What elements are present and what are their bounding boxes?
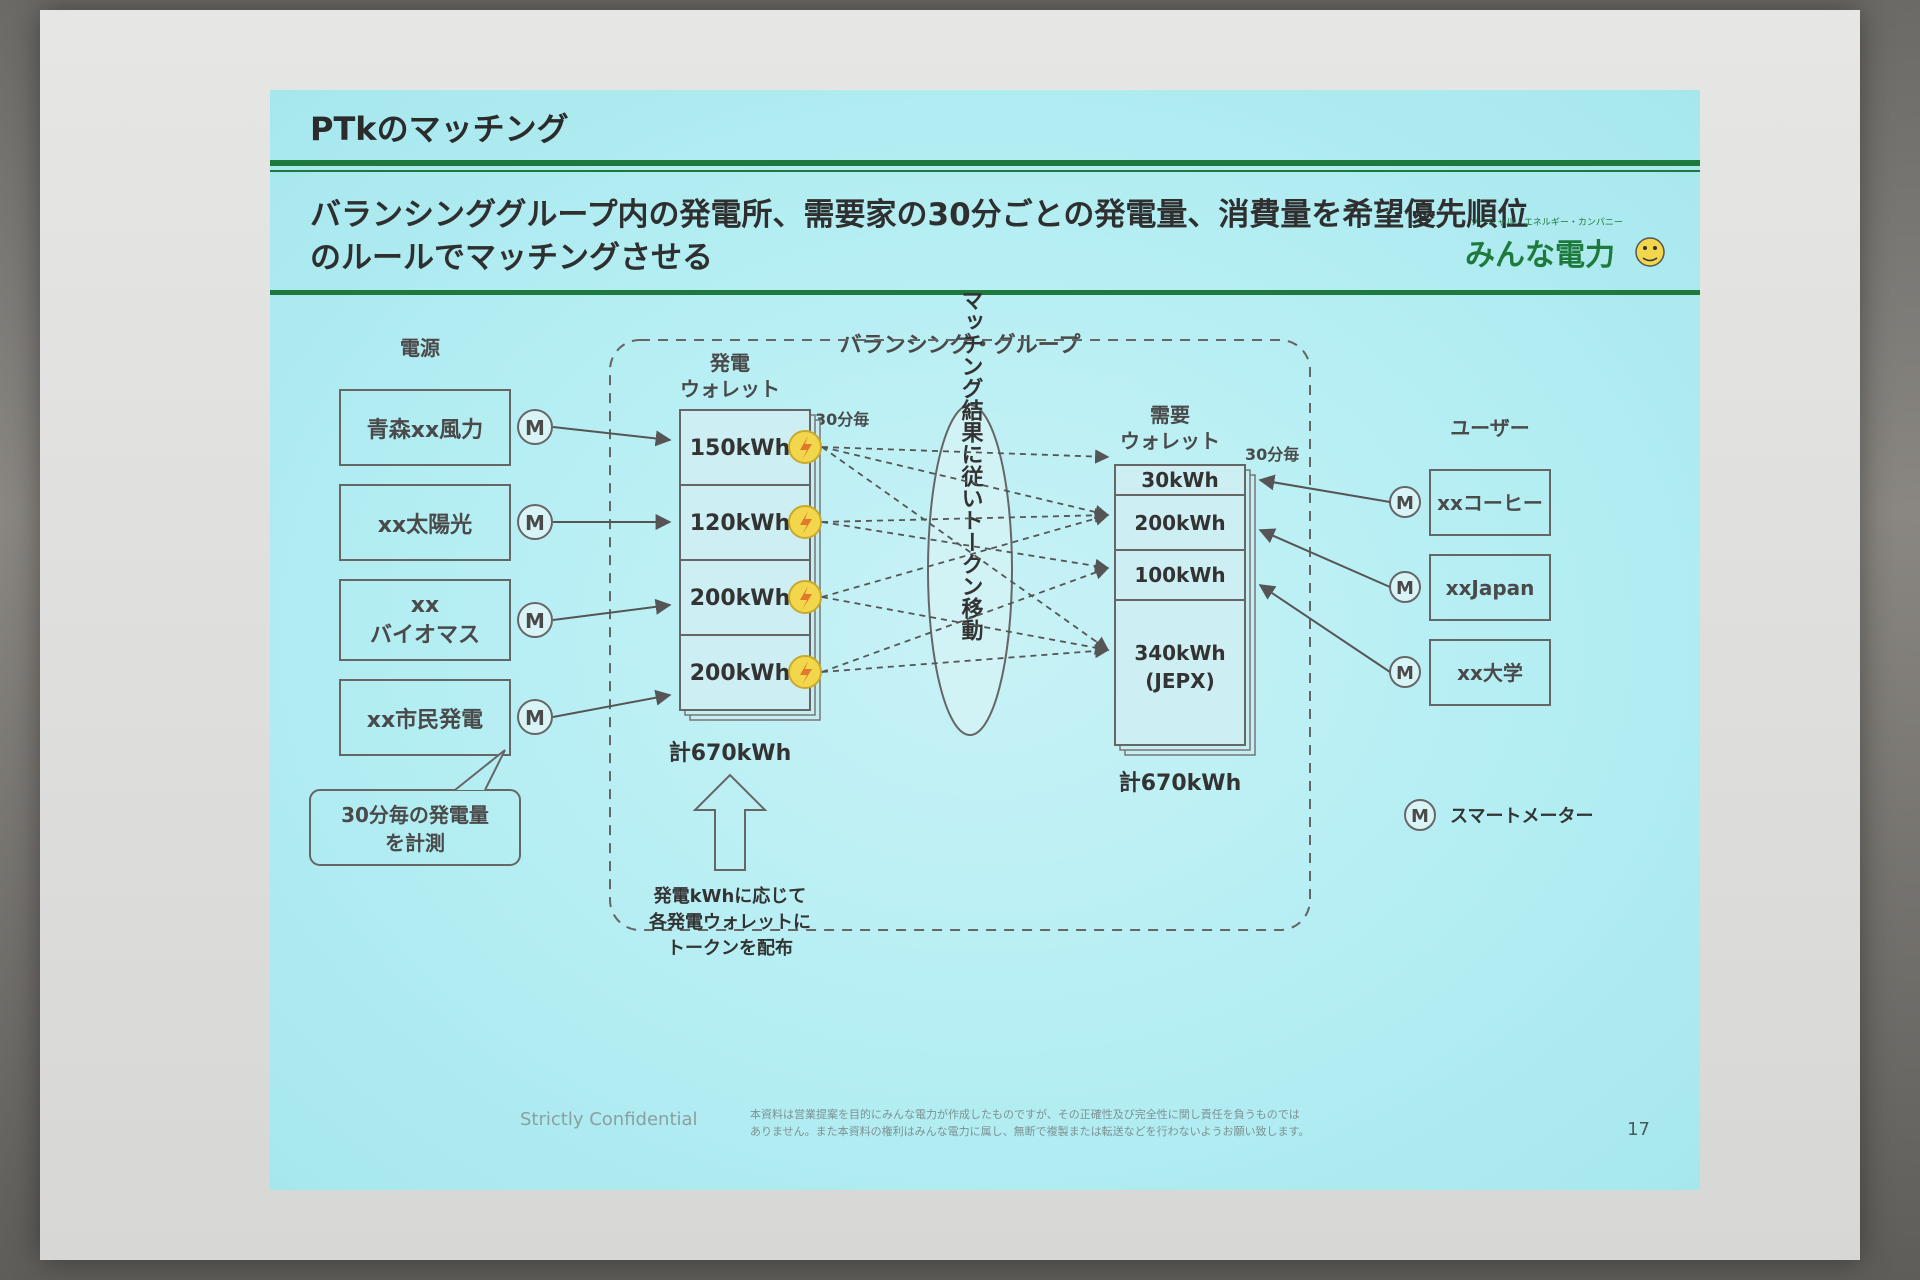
smart-meter-icon: M	[1389, 571, 1421, 603]
token-icon	[788, 580, 822, 614]
user-name: xxコーヒー	[1437, 491, 1543, 515]
user-name: xxJapan	[1446, 576, 1535, 600]
headline-line1: バランシンググループ内の発電所、需要家の30分ごとの発電量、消費量を希望優先順位	[310, 197, 1528, 233]
source-arrow	[552, 426, 672, 447]
demand-wallet-label-line2: ウォレット	[1120, 429, 1220, 453]
slide-canvas: PTkのマッチング バランシンググループ内の発電所、需要家の30分ごとの発電量、…	[270, 110, 1700, 1140]
footer-confidential: Strictly Confidential	[520, 1109, 698, 1130]
smart-meter-icon: M	[1389, 486, 1421, 518]
source-name: xx市民発電	[367, 707, 483, 733]
demand-interval-label: 30分毎	[1245, 445, 1299, 464]
smart-meter-icon: M	[517, 602, 553, 638]
demand-value-4: 340kWh	[1134, 641, 1225, 665]
balancing-group-boundary	[609, 339, 1311, 931]
headline-rule	[270, 290, 1700, 295]
demand-total: 計670kWh	[1119, 770, 1241, 796]
headline-line2: のルールでマッチングさせる	[310, 240, 713, 276]
smart-meter-icon: M	[1389, 656, 1421, 688]
gen-wallet-label-line1: 発電	[709, 351, 750, 375]
token-note-line3: トークンを配布	[667, 937, 793, 959]
source-name: xx太陽光	[378, 513, 472, 538]
svg-text:M: M	[525, 511, 545, 535]
header-rule	[270, 160, 1700, 166]
svg-text:M: M	[525, 706, 545, 730]
callout-line1: 30分毎の発電量	[341, 803, 489, 827]
gen-wallet-label-line2: ウォレット	[680, 377, 780, 401]
source-name: 青森xx風力	[367, 417, 483, 443]
user-arrow	[1258, 584, 1391, 673]
smart-meter-icon: M	[517, 409, 553, 445]
matching-arrows	[821, 446, 1110, 673]
token-icon	[788, 430, 822, 464]
slide-header: PTkのマッチング	[310, 110, 569, 148]
matching-label: マッチング結果に従いトークン移動	[958, 289, 985, 642]
user-name: xx大学	[1457, 661, 1523, 685]
token-note-line1: 発電kWhに応じて	[653, 885, 807, 907]
measurement-callout: 30分毎の発電量 を計測	[309, 749, 521, 866]
source-box-2: xx太陽光	[339, 484, 511, 561]
logo-tagline: ソーシャル・エネルギー・カンパニー	[1470, 217, 1623, 228]
page-number: 17	[1627, 1119, 1650, 1140]
source-arrow	[552, 598, 672, 621]
source-box-1: 青森xx風力	[339, 389, 511, 466]
token-icon	[788, 655, 822, 689]
demand-value-3: 100kWh	[1134, 563, 1225, 587]
users-label: ユーザー	[1450, 416, 1530, 440]
svg-text:M: M	[1411, 806, 1429, 827]
footer-note-line1: 本資料は営業提案を目的にみんな電力が作成したものですが、その正確性及び完全性に関…	[750, 1107, 1300, 1121]
svg-text:M: M	[1396, 493, 1414, 514]
gen-value-3: 200kWh	[690, 586, 790, 611]
token-note-line2: 各発電ウォレットに	[648, 911, 811, 933]
gen-value-4: 200kWh	[690, 661, 790, 686]
source-box-4: xx市民発電	[339, 679, 511, 756]
group-label: バランシング・グループ	[840, 332, 1082, 358]
header-rule-thin	[270, 170, 1700, 172]
slide: PTkのマッチング バランシンググループ内の発電所、需要家の30分ごとの発電量、…	[270, 90, 1700, 1190]
legend-text: スマートメーター	[1450, 806, 1593, 827]
logo-mascot-icon	[1635, 237, 1665, 267]
demand-value-2: 200kWh	[1134, 511, 1225, 535]
source-name-line2: バイオマス	[370, 623, 480, 648]
svg-text:M: M	[1396, 663, 1414, 684]
gen-total: 計670kWh	[669, 740, 791, 766]
demand-wallet-stack	[1114, 464, 1256, 756]
demand-value-4-note: (JEPX)	[1145, 669, 1214, 693]
legend-smart-meter: M スマートメーター	[1404, 799, 1593, 831]
footer-note-line2: ありません。また本資料の権利はみんな電力に属し、無断で複製または転送などを行わな…	[750, 1124, 1309, 1138]
smart-meter-icon: M	[517, 504, 553, 540]
source-arrow	[552, 689, 672, 718]
user-box-2: xxJapan	[1429, 554, 1551, 621]
demand-value-1: 30kWh	[1141, 468, 1218, 492]
matching-ellipse	[927, 404, 1013, 736]
sources-label: 電源	[400, 336, 440, 360]
svg-text:M: M	[1396, 578, 1414, 599]
user-box-1: xxコーヒー	[1429, 469, 1551, 536]
demand-wallet-label-line1: 需要	[1150, 403, 1190, 427]
gen-interval-label: 30分毎	[815, 410, 869, 429]
source-box-3: xx バイオマス	[339, 579, 511, 661]
source-name-line1: xx	[411, 593, 439, 618]
logo-name: みんな電力	[1465, 238, 1615, 273]
user-box-3: xx大学	[1429, 639, 1551, 706]
callout-line2: を計測	[385, 831, 445, 855]
gen-value-1: 150kWh	[690, 436, 790, 461]
token-distribution-arrow	[692, 773, 768, 871]
user-arrow	[1258, 528, 1391, 588]
svg-text:M: M	[525, 416, 545, 440]
gen-value-2: 120kWh	[690, 511, 790, 536]
projector-screen: PTkのマッチング バランシンググループ内の発電所、需要家の30分ごとの発電量、…	[40, 10, 1860, 1260]
user-arrow	[1258, 474, 1391, 503]
smart-meter-icon: M	[517, 699, 553, 735]
token-icon	[788, 505, 822, 539]
svg-text:M: M	[525, 609, 545, 633]
